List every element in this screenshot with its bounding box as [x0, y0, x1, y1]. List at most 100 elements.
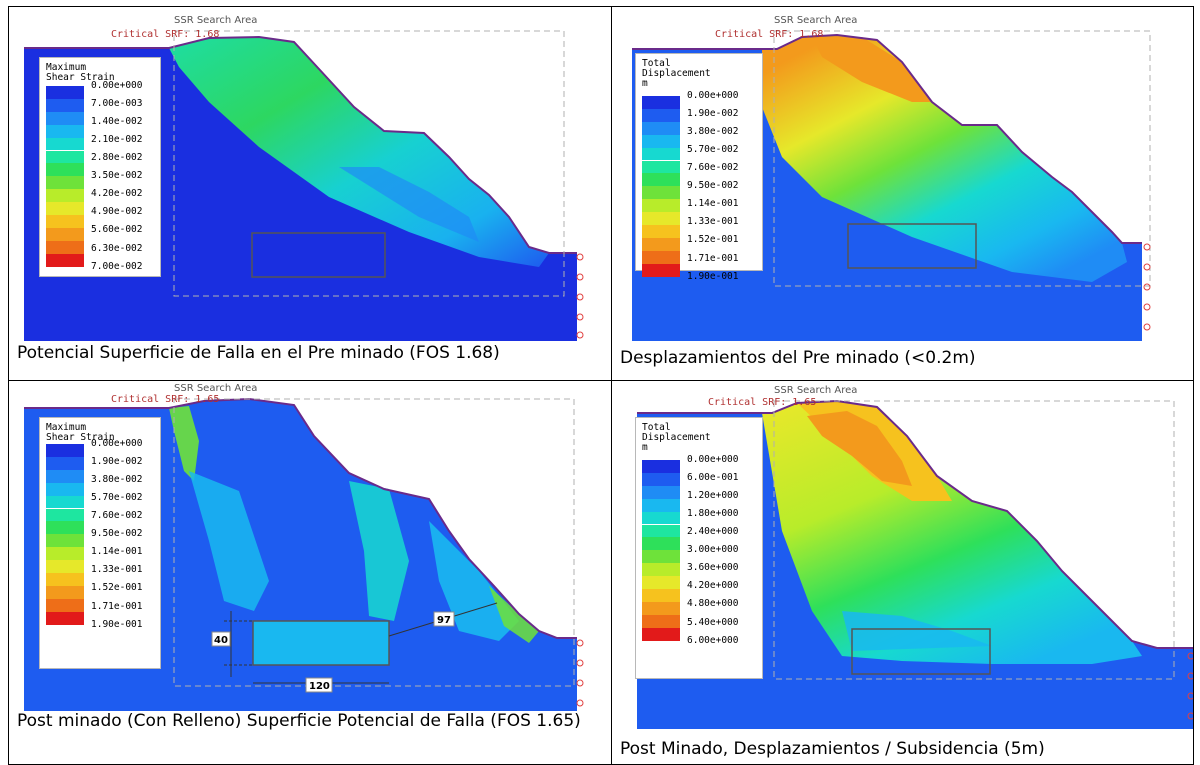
mine-excavation-box — [252, 620, 390, 666]
legend-color-band — [642, 237, 680, 251]
critical-srf-label: Critical SRF: 1.65 — [111, 394, 219, 405]
legend-color-band — [642, 212, 680, 225]
legend-color-band — [46, 482, 84, 496]
ssr-search-area-label: SSR Search Area — [174, 15, 257, 26]
legend-color-band — [642, 614, 680, 628]
legend-tick-label: 3.00e+000 — [687, 544, 739, 556]
dimension-width-label: 120 — [309, 681, 330, 692]
legend-color-band — [642, 108, 680, 122]
ssr-search-area-label: SSR Search Area — [174, 383, 257, 394]
legend-color-band — [46, 163, 84, 177]
legend-tick-label: 6.00e-001 — [687, 472, 739, 484]
legend-tick-label: 4.20e+000 — [687, 580, 739, 592]
legend-color-band — [642, 550, 680, 564]
legend-color-band — [642, 576, 680, 589]
mine-excavation-box — [251, 232, 386, 278]
ssr-search-box — [173, 30, 565, 297]
caption-post-mining-failure: Post minado (Con Relleno) Superficie Pot… — [17, 711, 581, 731]
legend-tick-label: 0.00e+000 — [91, 438, 143, 449]
legend-color-band — [46, 534, 84, 548]
legend-title: Maximum Shear Strain — [46, 422, 115, 443]
legend-color-band — [46, 189, 84, 203]
legend-color-band — [46, 227, 84, 241]
table-border-middle — [8, 380, 1194, 381]
legend-color-band — [642, 460, 680, 473]
legend-color-band — [46, 124, 84, 138]
slope-surface — [24, 397, 577, 639]
legend-color-band — [642, 511, 680, 525]
support-markers — [576, 253, 584, 339]
legend-tick-label: 1.52e-001 — [91, 582, 143, 594]
table-border-top — [8, 6, 1194, 7]
legend-tick-label: 1.80e+000 — [687, 508, 739, 520]
legend-tick-label: 5.70e-002 — [91, 492, 143, 504]
caption-pre-mining-displacement: Desplazamientos del Pre minado (<0.2m) — [620, 348, 976, 368]
support-markers — [1143, 243, 1151, 331]
legend-tick-label: 6.00e+000 — [687, 634, 739, 646]
legend-tick-label: 3.60e+000 — [687, 562, 739, 574]
legend-tick-label: 1.20e+000 — [687, 490, 739, 502]
legend-color-band — [46, 573, 84, 586]
legend-tick-label: 5.60e-002 — [91, 224, 143, 236]
legend-tick-label: 7.00e-003 — [91, 98, 143, 110]
legend-tick-label: 1.71e-001 — [687, 252, 739, 264]
legend-tick-label: 1.14e-001 — [91, 546, 143, 558]
legend-color-band — [46, 611, 84, 625]
legend-tick-label: 1.33e-001 — [91, 564, 143, 576]
legend-color-band — [46, 456, 84, 470]
ssr-search-box — [173, 398, 575, 687]
caption-pre-mining-failure: Potencial Superficie de Falla en el Pre … — [17, 343, 500, 363]
legend-tick-label: 6.30e-002 — [91, 242, 143, 254]
legend-color-band — [46, 598, 84, 612]
panel-bottom-right: SSR Search Area Critical SRF: 1.65 Total… — [612, 381, 1193, 764]
legend-tick-label: 1.90e-002 — [687, 108, 739, 120]
legend-color-band — [46, 176, 84, 190]
legend-tick-label: 1.33e-001 — [687, 216, 739, 228]
legend-tick-label: 9.50e-002 — [687, 180, 739, 192]
legend-color-band — [46, 111, 84, 125]
mine-excavation-box — [851, 628, 991, 675]
legend-color-band — [642, 186, 680, 200]
legend-color-band — [642, 225, 680, 238]
panel-top-left: SSR Search Area Critical SRF: 1.68 Maxim… — [9, 7, 611, 380]
legend-tick-label: 3.80e-002 — [687, 126, 739, 138]
legend-color-band — [46, 547, 84, 561]
mine-excavation-box — [847, 223, 977, 269]
critical-srf-label: Critical SRF: 1.68 — [715, 29, 823, 40]
legend-color-band — [642, 601, 680, 615]
legend-tick-label: 3.50e-002 — [91, 170, 143, 182]
legend-tick-label: 5.70e-002 — [687, 144, 739, 156]
legend-color-band — [46, 98, 84, 112]
legend-color-band — [46, 86, 84, 99]
legend-tick-label: 1.52e-001 — [687, 234, 739, 246]
legend-color-band — [46, 137, 84, 151]
table-border-center — [611, 6, 612, 765]
support-markers — [576, 639, 584, 707]
legend-tick-label: 2.40e+000 — [687, 526, 739, 538]
caption-post-mining-subsidence: Post Minado, Desplazamientos / Subsidenc… — [620, 739, 1045, 759]
legend-tick-label: 7.60e-002 — [91, 510, 143, 522]
critical-srf-label: Critical SRF: 1.68 — [111, 29, 219, 40]
legend-color-band — [642, 173, 680, 187]
slope-surface — [637, 399, 1193, 649]
legend-tick-label: 0.00e+000 — [687, 90, 739, 101]
legend-color-band — [642, 498, 680, 512]
legend-title: Total Displacement m — [642, 58, 711, 89]
legend-tick-label: 1.90e-002 — [91, 456, 143, 468]
legend-tick-label: 1.40e-002 — [91, 116, 143, 128]
ssr-search-area-label: SSR Search Area — [774, 15, 857, 26]
legend-color-band — [642, 589, 680, 602]
ssr-search-box — [773, 400, 1175, 680]
legend-color-band — [642, 147, 680, 161]
panel-bottom-left: 40 120 97 SSR Search Area Critical SRF: … — [9, 381, 611, 764]
legend-color-band — [642, 627, 680, 641]
ssr-search-box — [773, 30, 1151, 287]
legend-color-band — [46, 560, 84, 573]
legend-tick-label: 0.00e+000 — [687, 454, 739, 465]
legend-tick-label: 7.60e-002 — [687, 162, 739, 174]
legend-color-band — [46, 508, 84, 522]
legend-title: Maximum Shear Strain — [46, 62, 115, 83]
legend-color-band — [46, 202, 84, 215]
